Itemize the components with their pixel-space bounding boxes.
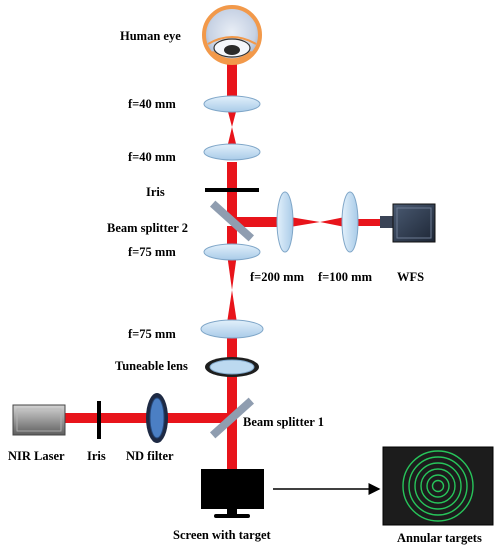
lens-f100-label: f=100 mm xyxy=(318,270,373,284)
lens-f75-lower xyxy=(200,319,264,339)
tuneable-lens xyxy=(205,357,259,377)
beam-bs2-to-f200 xyxy=(232,217,282,227)
nd-filter-label: ND filter xyxy=(126,449,174,463)
lens-f40-upper xyxy=(203,95,261,113)
iris-bottom-label: Iris xyxy=(87,449,106,463)
iris-top-label: Iris xyxy=(146,185,165,199)
eye-icon xyxy=(202,5,262,65)
beam-diverge-wfs xyxy=(320,217,345,227)
beam-splitter-1 xyxy=(210,397,254,439)
beam-splitter-2 xyxy=(210,200,254,242)
beam-splitter-2-label: Beam splitter 2 xyxy=(107,221,188,235)
beam-diverge-f75 xyxy=(227,290,237,323)
lens-f200 xyxy=(276,191,294,253)
human-eye-label: Human eye xyxy=(120,29,181,43)
screen-icon xyxy=(201,469,264,518)
beam-bs2-to-f75 xyxy=(227,226,237,248)
lens-f75-lower-label: f=75 mm xyxy=(128,327,176,341)
beam-paths xyxy=(64,64,394,472)
beam-diverge-f40 xyxy=(227,127,237,148)
iris-top xyxy=(205,188,259,192)
beam-to-eye xyxy=(227,64,237,99)
lens-f40-upper-label: f=40 mm xyxy=(128,97,176,111)
lens-f75-upper-label: f=75 mm xyxy=(128,245,176,259)
beam-splitter1-to-tuneable xyxy=(227,373,237,418)
tuneable-lens-label: Tuneable lens xyxy=(115,359,188,373)
lens-f75-upper xyxy=(203,243,261,261)
wfs-camera-icon xyxy=(380,203,436,243)
lens-f200-label: f=200 mm xyxy=(250,270,305,284)
beam-to-screen xyxy=(227,418,237,472)
beam-converge-f40 xyxy=(227,108,237,127)
lens-f100 xyxy=(341,191,359,253)
beam-tuneable-to-f75 xyxy=(227,336,237,366)
nd-filter xyxy=(146,393,168,443)
laser-icon xyxy=(12,404,66,436)
beam-converge-wfs xyxy=(290,217,320,227)
beam-splitter-1-label: Beam splitter 1 xyxy=(243,415,324,429)
lens-f40-lower-label: f=40 mm xyxy=(128,150,176,164)
nir-laser-label: NIR Laser xyxy=(8,449,65,463)
wfs-label: WFS xyxy=(397,270,424,284)
annular-target-icon xyxy=(382,446,494,526)
beam-f100-to-wfs xyxy=(352,219,394,226)
lens-f40-lower xyxy=(203,143,261,161)
annular-targets-label: Annular targets xyxy=(397,531,482,545)
beam-converge-f75 xyxy=(227,254,237,290)
iris-bottom xyxy=(97,401,101,439)
screen-label: Screen with target xyxy=(173,528,271,542)
